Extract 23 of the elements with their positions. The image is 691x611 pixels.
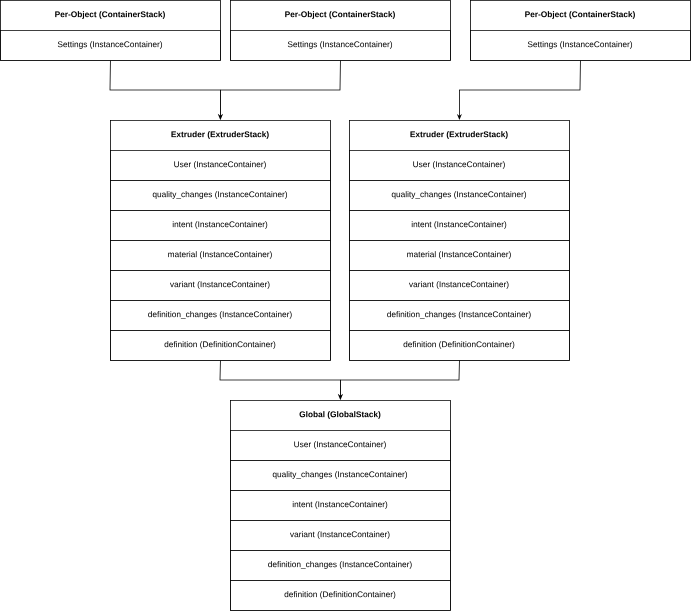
container-row: definition (DefinitionContainer) bbox=[230, 580, 451, 611]
container-row: material (InstanceContainer) bbox=[349, 240, 570, 271]
container-row: quality_changes (InstanceContainer) bbox=[230, 460, 451, 491]
container-row: variant (InstanceContainer) bbox=[230, 520, 451, 551]
container-row: definition_changes (InstanceContainer) bbox=[110, 300, 331, 331]
container-row: variant (InstanceContainer) bbox=[110, 270, 331, 301]
container-row: Settings (InstanceContainer) bbox=[230, 30, 451, 61]
container-row: intent (InstanceContainer) bbox=[110, 210, 331, 241]
container-row: quality_changes (InstanceContainer) bbox=[110, 180, 331, 211]
container-row: variant (InstanceContainer) bbox=[349, 270, 570, 301]
container-row: User (InstanceContainer) bbox=[230, 430, 451, 461]
container-row: intent (InstanceContainer) bbox=[349, 210, 570, 241]
container-row: intent (InstanceContainer) bbox=[230, 490, 451, 521]
container-row: User (InstanceContainer) bbox=[110, 150, 331, 181]
container-row: Settings (InstanceContainer) bbox=[470, 30, 691, 61]
container-row: definition_changes (InstanceContainer) bbox=[349, 300, 570, 331]
container-row: quality_changes (InstanceContainer) bbox=[349, 180, 570, 211]
container-row: definition (DefinitionContainer) bbox=[349, 330, 570, 361]
container-row: definition_changes (InstanceContainer) bbox=[230, 550, 451, 581]
container-row: material (InstanceContainer) bbox=[110, 240, 331, 271]
container-row: User (InstanceContainer) bbox=[349, 150, 570, 181]
container-row: definition (DefinitionContainer) bbox=[110, 330, 331, 361]
container-row: Settings (InstanceContainer) bbox=[0, 30, 221, 61]
